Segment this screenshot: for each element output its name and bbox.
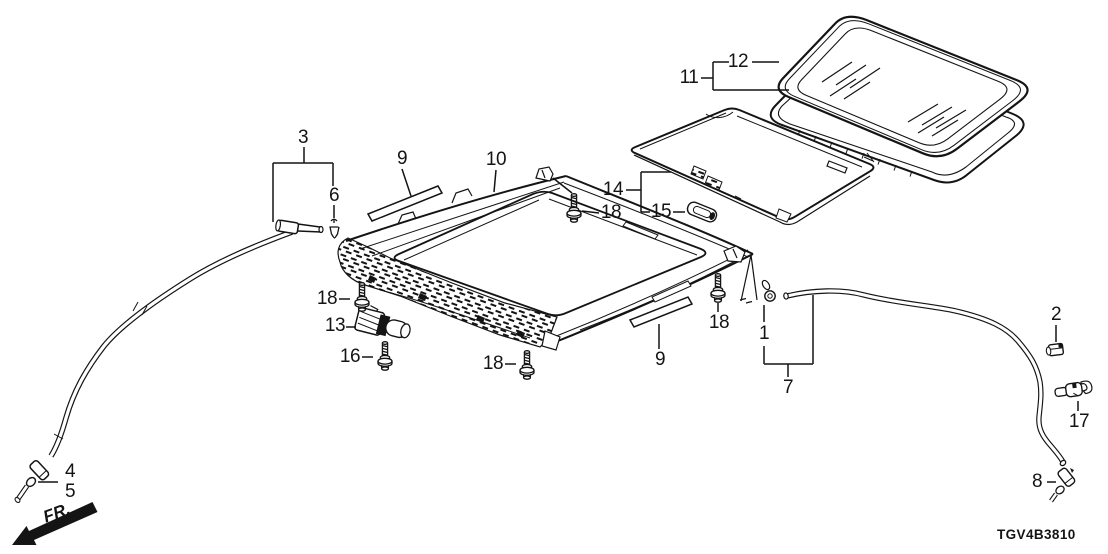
- callout-8: 8: [1031, 471, 1043, 492]
- callout-7: 7: [782, 377, 794, 398]
- callout-13: 13: [324, 315, 346, 336]
- bolt-16: [377, 341, 393, 371]
- callout-18-right: 18: [708, 312, 730, 333]
- seal-texture-ticks: [797, 129, 913, 177]
- glass-hatch-marks: [821, 61, 967, 137]
- sunshade-bracket: [704, 175, 723, 191]
- sunshade-slot: [826, 160, 848, 174]
- diagram-code: TGV4B3810: [997, 527, 1076, 542]
- glass-panel: [777, 15, 1029, 158]
- drain-clip-6: [329, 218, 340, 239]
- tube-clip-1: [739, 254, 776, 304]
- callout-18-top: 18: [600, 202, 622, 223]
- callout-14: 14: [602, 179, 624, 200]
- callout-2: 2: [1050, 304, 1062, 325]
- drain-joint-8: [1049, 467, 1076, 503]
- tube-clamp-17: [1054, 380, 1093, 398]
- sunroof-motor: [354, 305, 411, 339]
- bolt-18-right: [710, 273, 726, 303]
- frame-slot: [651, 280, 692, 303]
- callout-3: 3: [297, 127, 309, 148]
- drain-tube-front-left: [14, 219, 324, 504]
- callout-18-left: 18: [316, 288, 338, 309]
- drain-tube-rear: [783, 288, 1067, 467]
- callout-leaders: [38, 61, 1079, 483]
- callout-12: 12: [727, 51, 749, 72]
- callout-17: 17: [1068, 411, 1090, 432]
- bolt-18-left: [354, 282, 370, 312]
- drain-joint-4-5: [14, 460, 50, 504]
- seal-strip-top: [366, 185, 444, 222]
- callout-10: 10: [485, 149, 507, 170]
- seal-strip-bottom: [628, 296, 694, 328]
- bolt-18-bottom: [519, 350, 535, 380]
- sunshade-bracket: [690, 165, 707, 180]
- sunroof-frame: [337, 166, 754, 351]
- frame-slot: [622, 221, 659, 240]
- callout-16: 16: [339, 346, 361, 367]
- fr-direction-arrow: [12, 502, 98, 545]
- sunshade-panel: [630, 107, 875, 226]
- callout-4: 4: [64, 461, 76, 482]
- callout-5: 5: [64, 481, 76, 502]
- callout-11: 11: [679, 67, 699, 88]
- callout-18-bottom: 18: [482, 353, 504, 374]
- tube-connector: [275, 219, 300, 235]
- callout-1: 1: [758, 323, 770, 344]
- sunshade-handle: [686, 201, 718, 223]
- callout-9-bottom: 9: [654, 349, 666, 370]
- callout-6: 6: [328, 185, 340, 206]
- callout-9-top: 9: [396, 148, 408, 169]
- callout-15: 15: [650, 201, 672, 222]
- tube-clip-2: [1045, 342, 1065, 357]
